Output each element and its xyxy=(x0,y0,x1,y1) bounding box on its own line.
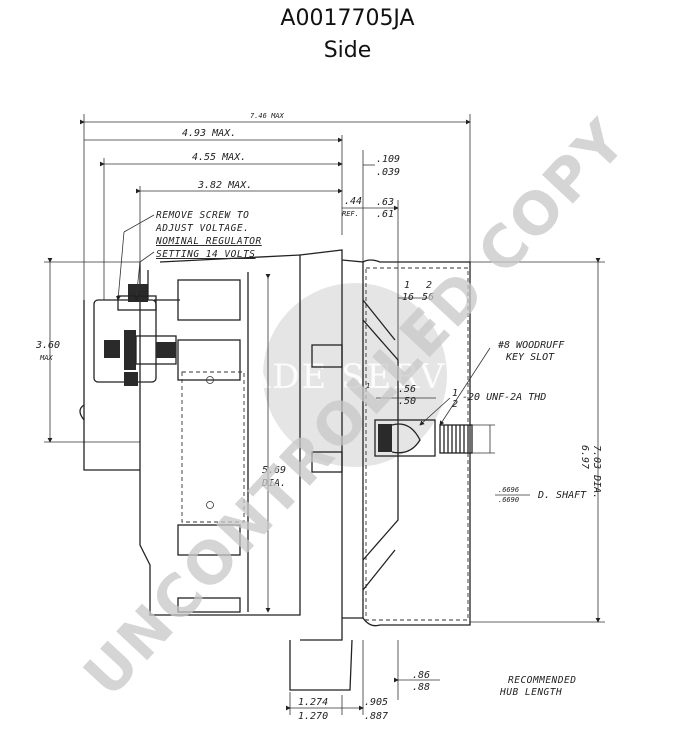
regulator-terminal xyxy=(93,270,180,386)
woodruff-line1: #8 WOODRUFF xyxy=(497,340,565,351)
dim-frac-left: 1 xyxy=(366,382,370,390)
dim-88: .88 xyxy=(412,682,430,693)
note-nominal-2: SETTING 14 VOLTS xyxy=(156,249,256,260)
watermark: TRADE SERVICE xyxy=(193,283,516,467)
drawing-subtitle: Side xyxy=(323,38,372,63)
frac-56: 56 xyxy=(422,292,434,303)
dim-109: .109 xyxy=(376,154,400,165)
watermark-circle xyxy=(263,283,447,467)
dim-63: .63 xyxy=(376,197,394,208)
left-dimensions: 3.60 MAX xyxy=(35,258,140,443)
dim-703-dia: 7.03 DIA. xyxy=(591,445,602,499)
dim-1274: 1.274 xyxy=(298,697,328,708)
dim-ref: REF. xyxy=(342,210,359,218)
bottom-dimensions: .86 .88 RECOMMENDED HUB LENGTH 1.274 1.2… xyxy=(286,640,576,722)
dim-493: 4.93 MAX. xyxy=(182,128,236,139)
dim-61: .61 xyxy=(376,209,394,220)
dim-56: .56 xyxy=(398,384,416,395)
note-remove-2: ADJUST VOLTAGE. xyxy=(155,223,249,234)
frac-1: 1 xyxy=(404,280,410,291)
frac-half-den: 2 xyxy=(452,399,458,410)
note-nominal-1: NOMINAL REGULATOR xyxy=(155,236,262,247)
dim-360-max: MAX xyxy=(39,354,53,362)
dim-360: 3.60 xyxy=(35,340,60,351)
dim-697: 6.97 xyxy=(579,445,590,469)
dim-905: .905 xyxy=(364,697,388,708)
dim-455: 4.55 MAX. xyxy=(192,152,246,163)
dim-6690: .6690 xyxy=(498,496,519,504)
rec-hub-line1: RECOMMENDED xyxy=(508,675,576,686)
thread-lines xyxy=(443,425,469,453)
note-remove-1: REMOVE SCREW TO xyxy=(156,210,249,221)
dim-50: .50 xyxy=(398,396,416,407)
watermark-center-text: TRADE SERVICE xyxy=(193,357,516,397)
dim-887: .887 xyxy=(364,711,388,722)
dim-44: .44 xyxy=(344,196,362,207)
frac-16: 16 xyxy=(402,292,414,303)
frac-2: 2 xyxy=(426,280,432,291)
front-housing xyxy=(289,249,471,691)
dim-1270: 1.270 xyxy=(298,711,328,722)
dim-039: .039 xyxy=(376,167,400,178)
dim-thread: -20 UNF-2A THD xyxy=(462,392,546,403)
dim-86: .86 xyxy=(412,670,430,681)
frac-half-num: 1 xyxy=(452,388,458,399)
dim-669-dia: DIA. xyxy=(261,478,286,489)
woodruff-line2: KEY SLOT xyxy=(505,352,555,363)
pulley-shaft xyxy=(374,419,495,457)
dim-6696: .6696 xyxy=(498,486,519,494)
regulator-notes: REMOVE SCREW TO ADJUST VOLTAGE. NOMINAL … xyxy=(115,210,262,301)
dim-382: 3.82 MAX. xyxy=(197,180,252,191)
dim-overall-max: 7.46 MAX xyxy=(250,112,285,120)
dim-shaft: D. SHAFT xyxy=(537,490,587,501)
right-dimensions: 7.03 DIA. 6.97 1 16 2 56 .56 .50 1 1 2 -… xyxy=(366,258,605,623)
drawing-title: A0017705JA xyxy=(280,6,415,31)
rec-hub-line2: HUB LENGTH xyxy=(499,687,562,698)
dim-669: 5.69 xyxy=(262,465,286,476)
